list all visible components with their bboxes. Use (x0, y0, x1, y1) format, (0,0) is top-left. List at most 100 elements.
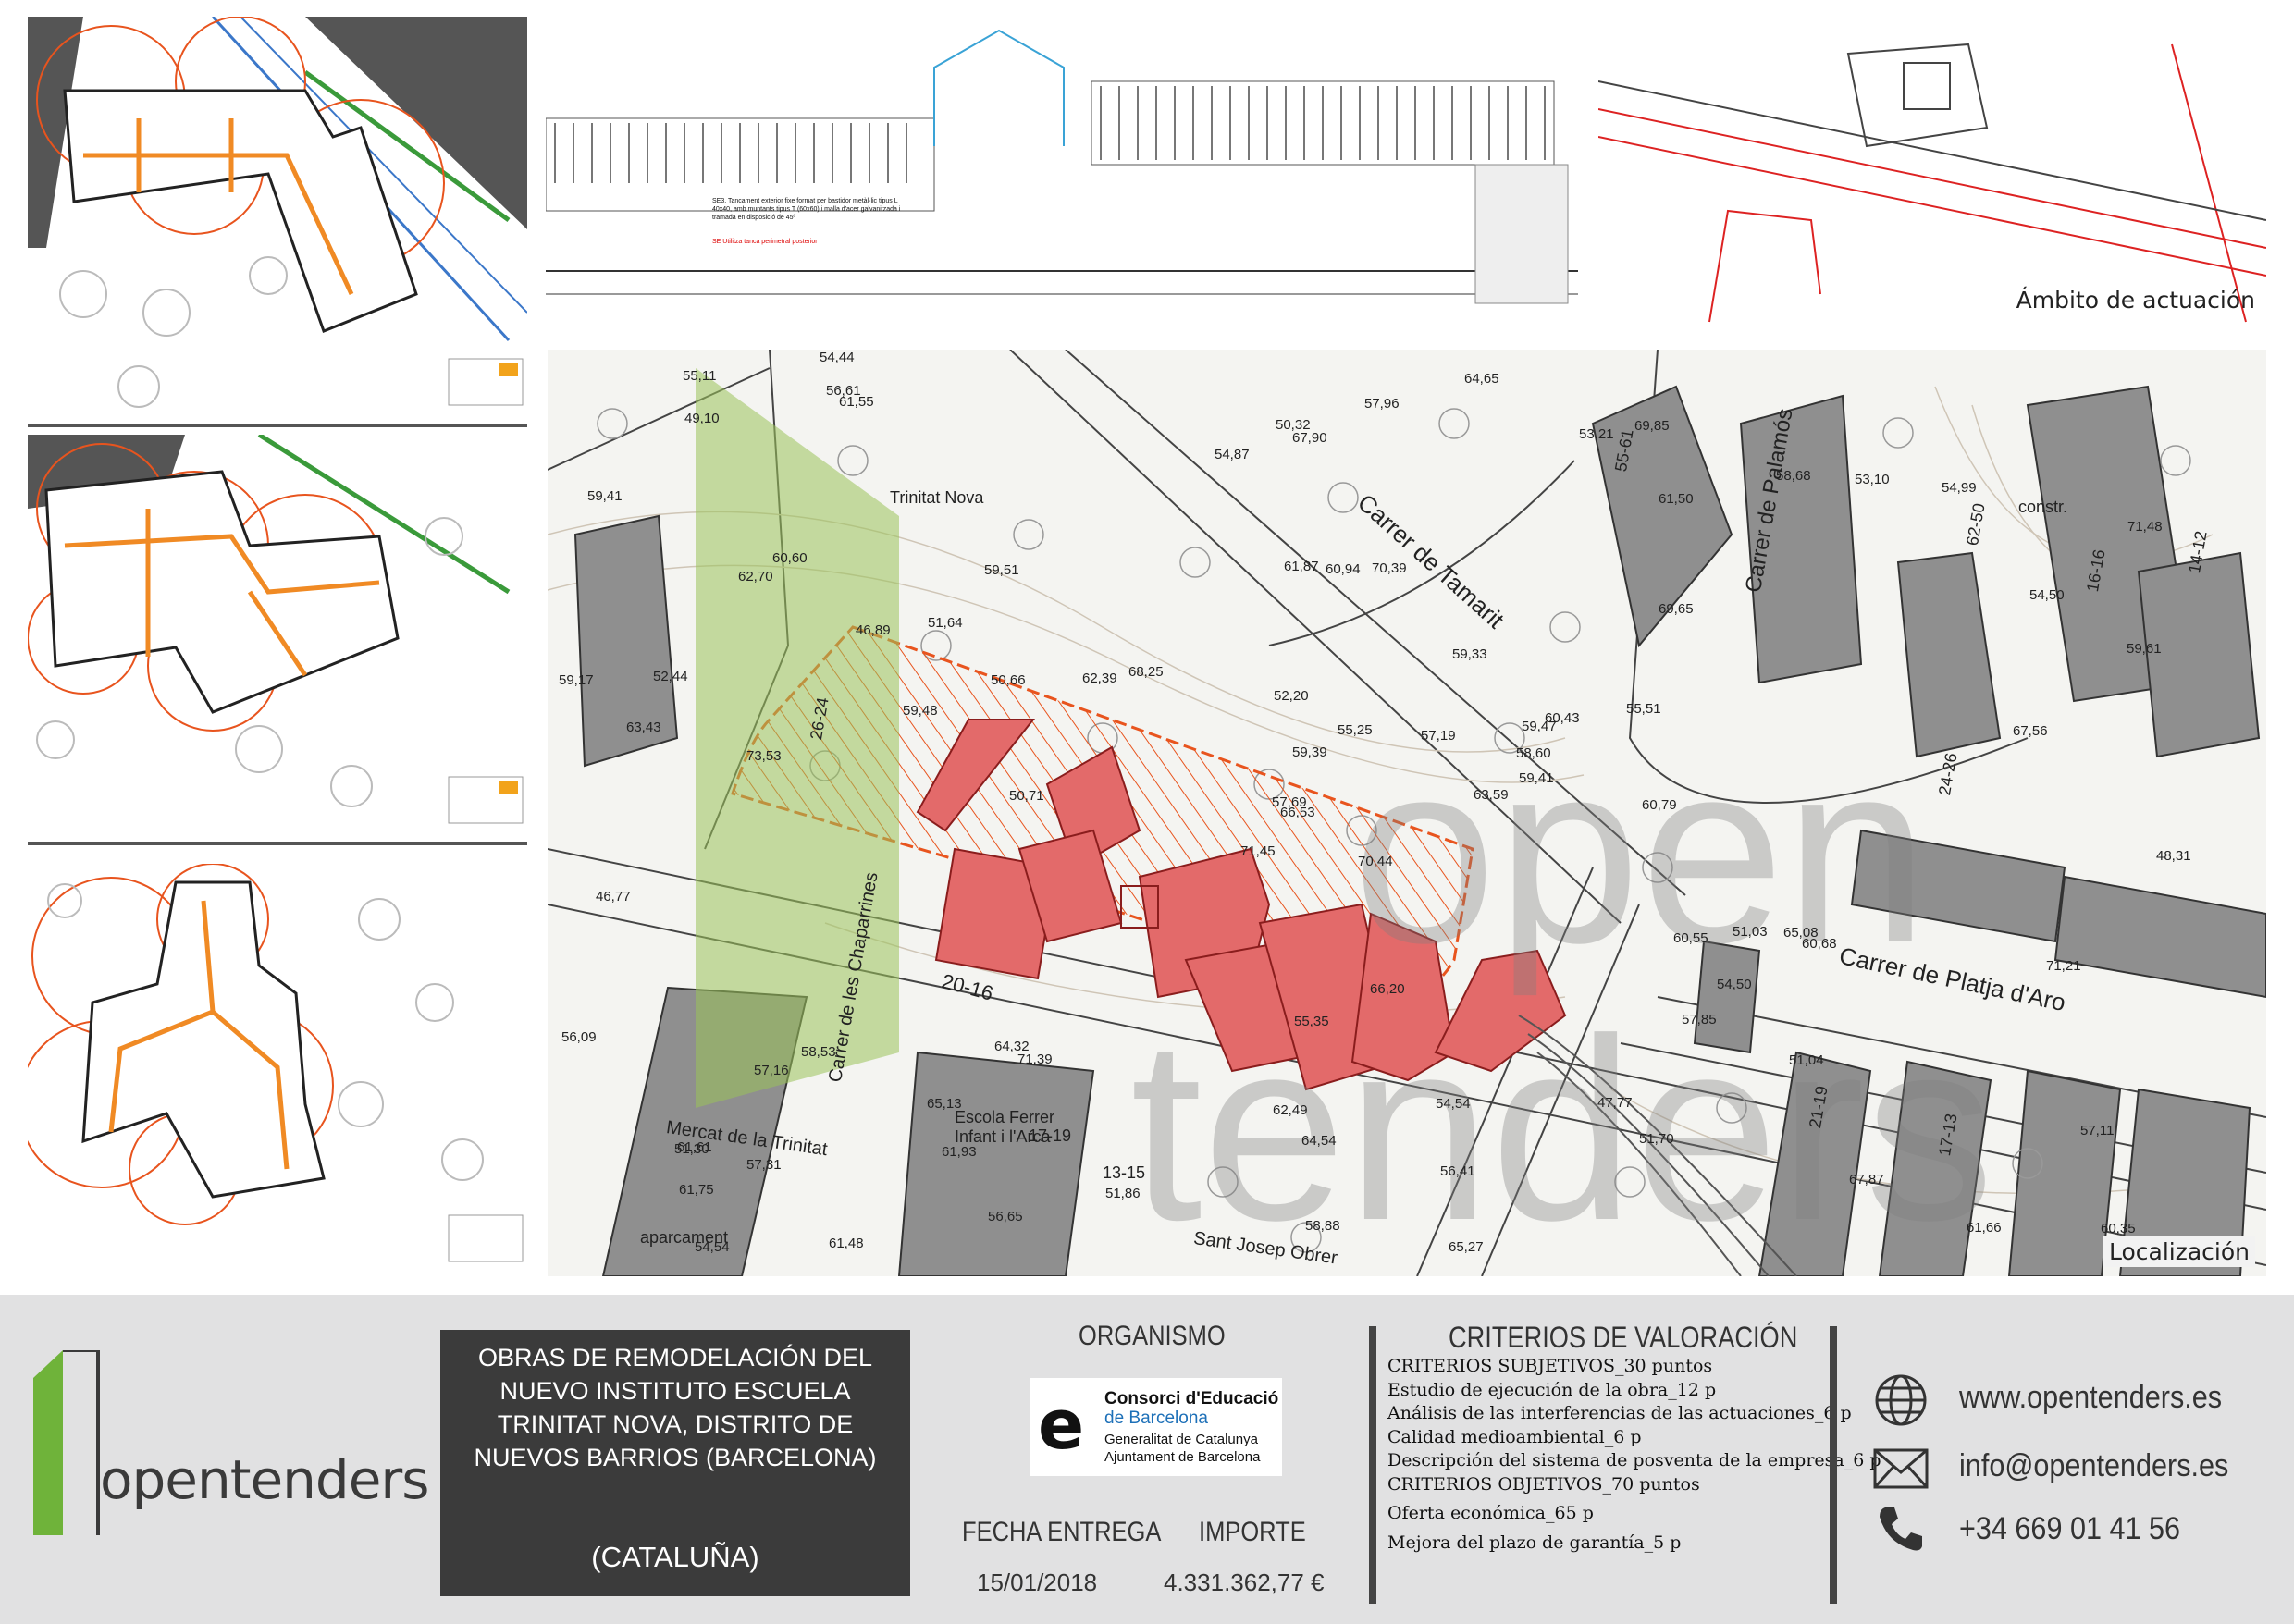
elevation-point: 54,50 (1717, 977, 1752, 992)
elevation-point: 63,59 (1474, 787, 1509, 803)
floor-plan-3-drawing (28, 864, 524, 1262)
elevation-point: 71,39 (1018, 1052, 1053, 1067)
elevation-point: 53,21 (1579, 426, 1614, 442)
elevation-point: 56,65 (988, 1209, 1023, 1224)
phone-link[interactable]: +34 669 01 41 56 (1959, 1511, 2181, 1546)
elevation-point: 61,93 (942, 1144, 977, 1160)
elevation-point: 60,55 (1673, 930, 1708, 946)
elevation-point: 58,60 (1516, 745, 1551, 761)
elevation-point: 61,66 (1967, 1220, 2002, 1236)
elevation-point: 49,10 (684, 411, 720, 426)
elevation-point: 51,86 (1105, 1186, 1141, 1201)
watermark-tenders: tenders (1130, 986, 1994, 1274)
elevation-point: 59,51 (984, 562, 1019, 578)
label-trinitat-nova: Trinitat Nova (890, 488, 984, 507)
label-lot-13-15: 13-15 (1103, 1163, 1146, 1182)
elevation-point: 60,60 (772, 550, 808, 566)
elevation-point: 55,25 (1338, 722, 1373, 738)
elevation-point: 60,43 (1545, 710, 1580, 726)
floor-plan-1 (28, 17, 527, 427)
elevation-point: 51,30 (674, 1141, 709, 1157)
elevation-point: 46,77 (596, 889, 631, 904)
elevation-point: 59,41 (1519, 770, 1554, 786)
elevation-point: 64,54 (1301, 1133, 1337, 1149)
location-map-svg: open tenders (548, 350, 2266, 1276)
criterio-item: CRITERIOS OBJETIVOS_70 puntos (1388, 1473, 1700, 1495)
label-lot-17-19: 17-19 (1029, 1126, 1072, 1145)
elevation-point: 61,55 (839, 394, 874, 410)
criterio-item: Descripción del sistema de posventa de l… (1388, 1450, 1881, 1470)
globe-icon (1875, 1374, 1927, 1426)
elevation-point: 55,51 (1626, 701, 1661, 717)
org-sub-2: Ajuntament de Barcelona (1104, 1449, 1261, 1465)
elevation-point: 57,96 (1364, 396, 1400, 412)
criterio-item: CRITERIOS SUBJETIVOS_30 puntos (1388, 1356, 1713, 1376)
elevation-point: 67,90 (1292, 430, 1327, 446)
elevation-point: 57,16 (754, 1063, 789, 1078)
elevation-point: 50,32 (1276, 417, 1311, 433)
criterio-item: Oferta económica_65 p (1388, 1503, 1594, 1523)
elevation-point: 61,61 (677, 1139, 712, 1155)
elevation-point: 55,35 (1294, 1014, 1329, 1029)
elevation-point: 59,17 (559, 672, 594, 688)
elevation-point: 57,11 (2080, 1123, 2115, 1138)
elevation-point: 70,39 (1372, 560, 1407, 576)
elevation-svg (546, 29, 1578, 304)
elevation-point: 56,41 (1440, 1163, 1475, 1179)
elevation-point: 65,27 (1449, 1239, 1484, 1255)
elevation-point: 65,13 (927, 1096, 962, 1112)
website-link[interactable]: www.opentenders.es (1959, 1380, 2223, 1415)
elevation-point: 52,20 (1274, 688, 1309, 704)
criterio-item: Mejora del plazo de garantía_5 p (1388, 1532, 1682, 1553)
elevation-point: 62,49 (1273, 1102, 1308, 1118)
elevation-point: 51,64 (928, 615, 963, 631)
elevation-point: 50,71 (1009, 788, 1044, 804)
importe-value: 4.331.362,77 € (1164, 1569, 1325, 1596)
elevation-note-1: SE3. Tancament exterior fixe format per … (712, 198, 901, 221)
elevation-point: 56,61 (826, 383, 861, 399)
elevation-point: 64,65 (1464, 371, 1499, 387)
elevation-point: 58,53 (801, 1044, 836, 1060)
elevation-point: 64,32 (994, 1039, 1030, 1054)
criterio-item: Análisis de las interferencias de las ac… (1388, 1403, 1852, 1423)
elevation-point: 61,75 (679, 1182, 714, 1198)
elevation-point: 59,48 (903, 703, 938, 719)
elevation-point: 61,48 (829, 1236, 864, 1251)
email-link[interactable]: info@opentenders.es (1959, 1448, 2229, 1483)
floor-plan-2-drawing (28, 435, 524, 824)
elevation-point: 59,41 (587, 488, 623, 504)
scope-caption: Ámbito de actuación (2016, 287, 2255, 314)
elevation-point: 71,48 (2128, 519, 2163, 535)
envelope-icon (1873, 1448, 1929, 1489)
elevation-point: 59,33 (1452, 646, 1487, 662)
organismo-label: ORGANISMO (1079, 1321, 1226, 1351)
consorci-e-icon: e (1038, 1385, 1085, 1465)
org-name: Consorci d'Educació (1104, 1389, 1279, 1409)
elevation-point: 50,66 (991, 672, 1026, 688)
elevation-point: 54,54 (695, 1239, 730, 1255)
fecha-value: 15/01/2018 (977, 1569, 1098, 1596)
elevation-point: 66,53 (1280, 805, 1315, 820)
elevation-point: 60,79 (1642, 797, 1677, 813)
elevation-point: 58,88 (1305, 1218, 1340, 1234)
elevation-point: 51,03 (1733, 924, 1768, 940)
elevation-point: 73,53 (746, 748, 782, 764)
watermark-open: open (1352, 708, 1929, 998)
elevation-point: 71,21 (2046, 958, 2081, 974)
elevation-point: 51,70 (1639, 1131, 1674, 1147)
elevation-point: 66,20 (1370, 981, 1405, 997)
importe-label: IMPORTE (1199, 1517, 1306, 1547)
elevation-point: 61,87 (1284, 559, 1319, 574)
elevation-point: 51,04 (1789, 1052, 1824, 1068)
elevation-point: 57,19 (1421, 728, 1456, 744)
separator-1 (1369, 1326, 1376, 1604)
elevation-point: 53,10 (1855, 472, 1890, 487)
project-region: (CATALUÑA) (591, 1541, 759, 1573)
elevation-point: 59,61 (2127, 641, 2162, 657)
elevation-point: 54,50 (2029, 587, 2065, 603)
elevation-point: 56,09 (561, 1029, 597, 1045)
elevation-point: 54,87 (1215, 447, 1250, 462)
brand-name: opentenders (100, 1448, 429, 1511)
elevation-point: 61,50 (1659, 491, 1694, 507)
